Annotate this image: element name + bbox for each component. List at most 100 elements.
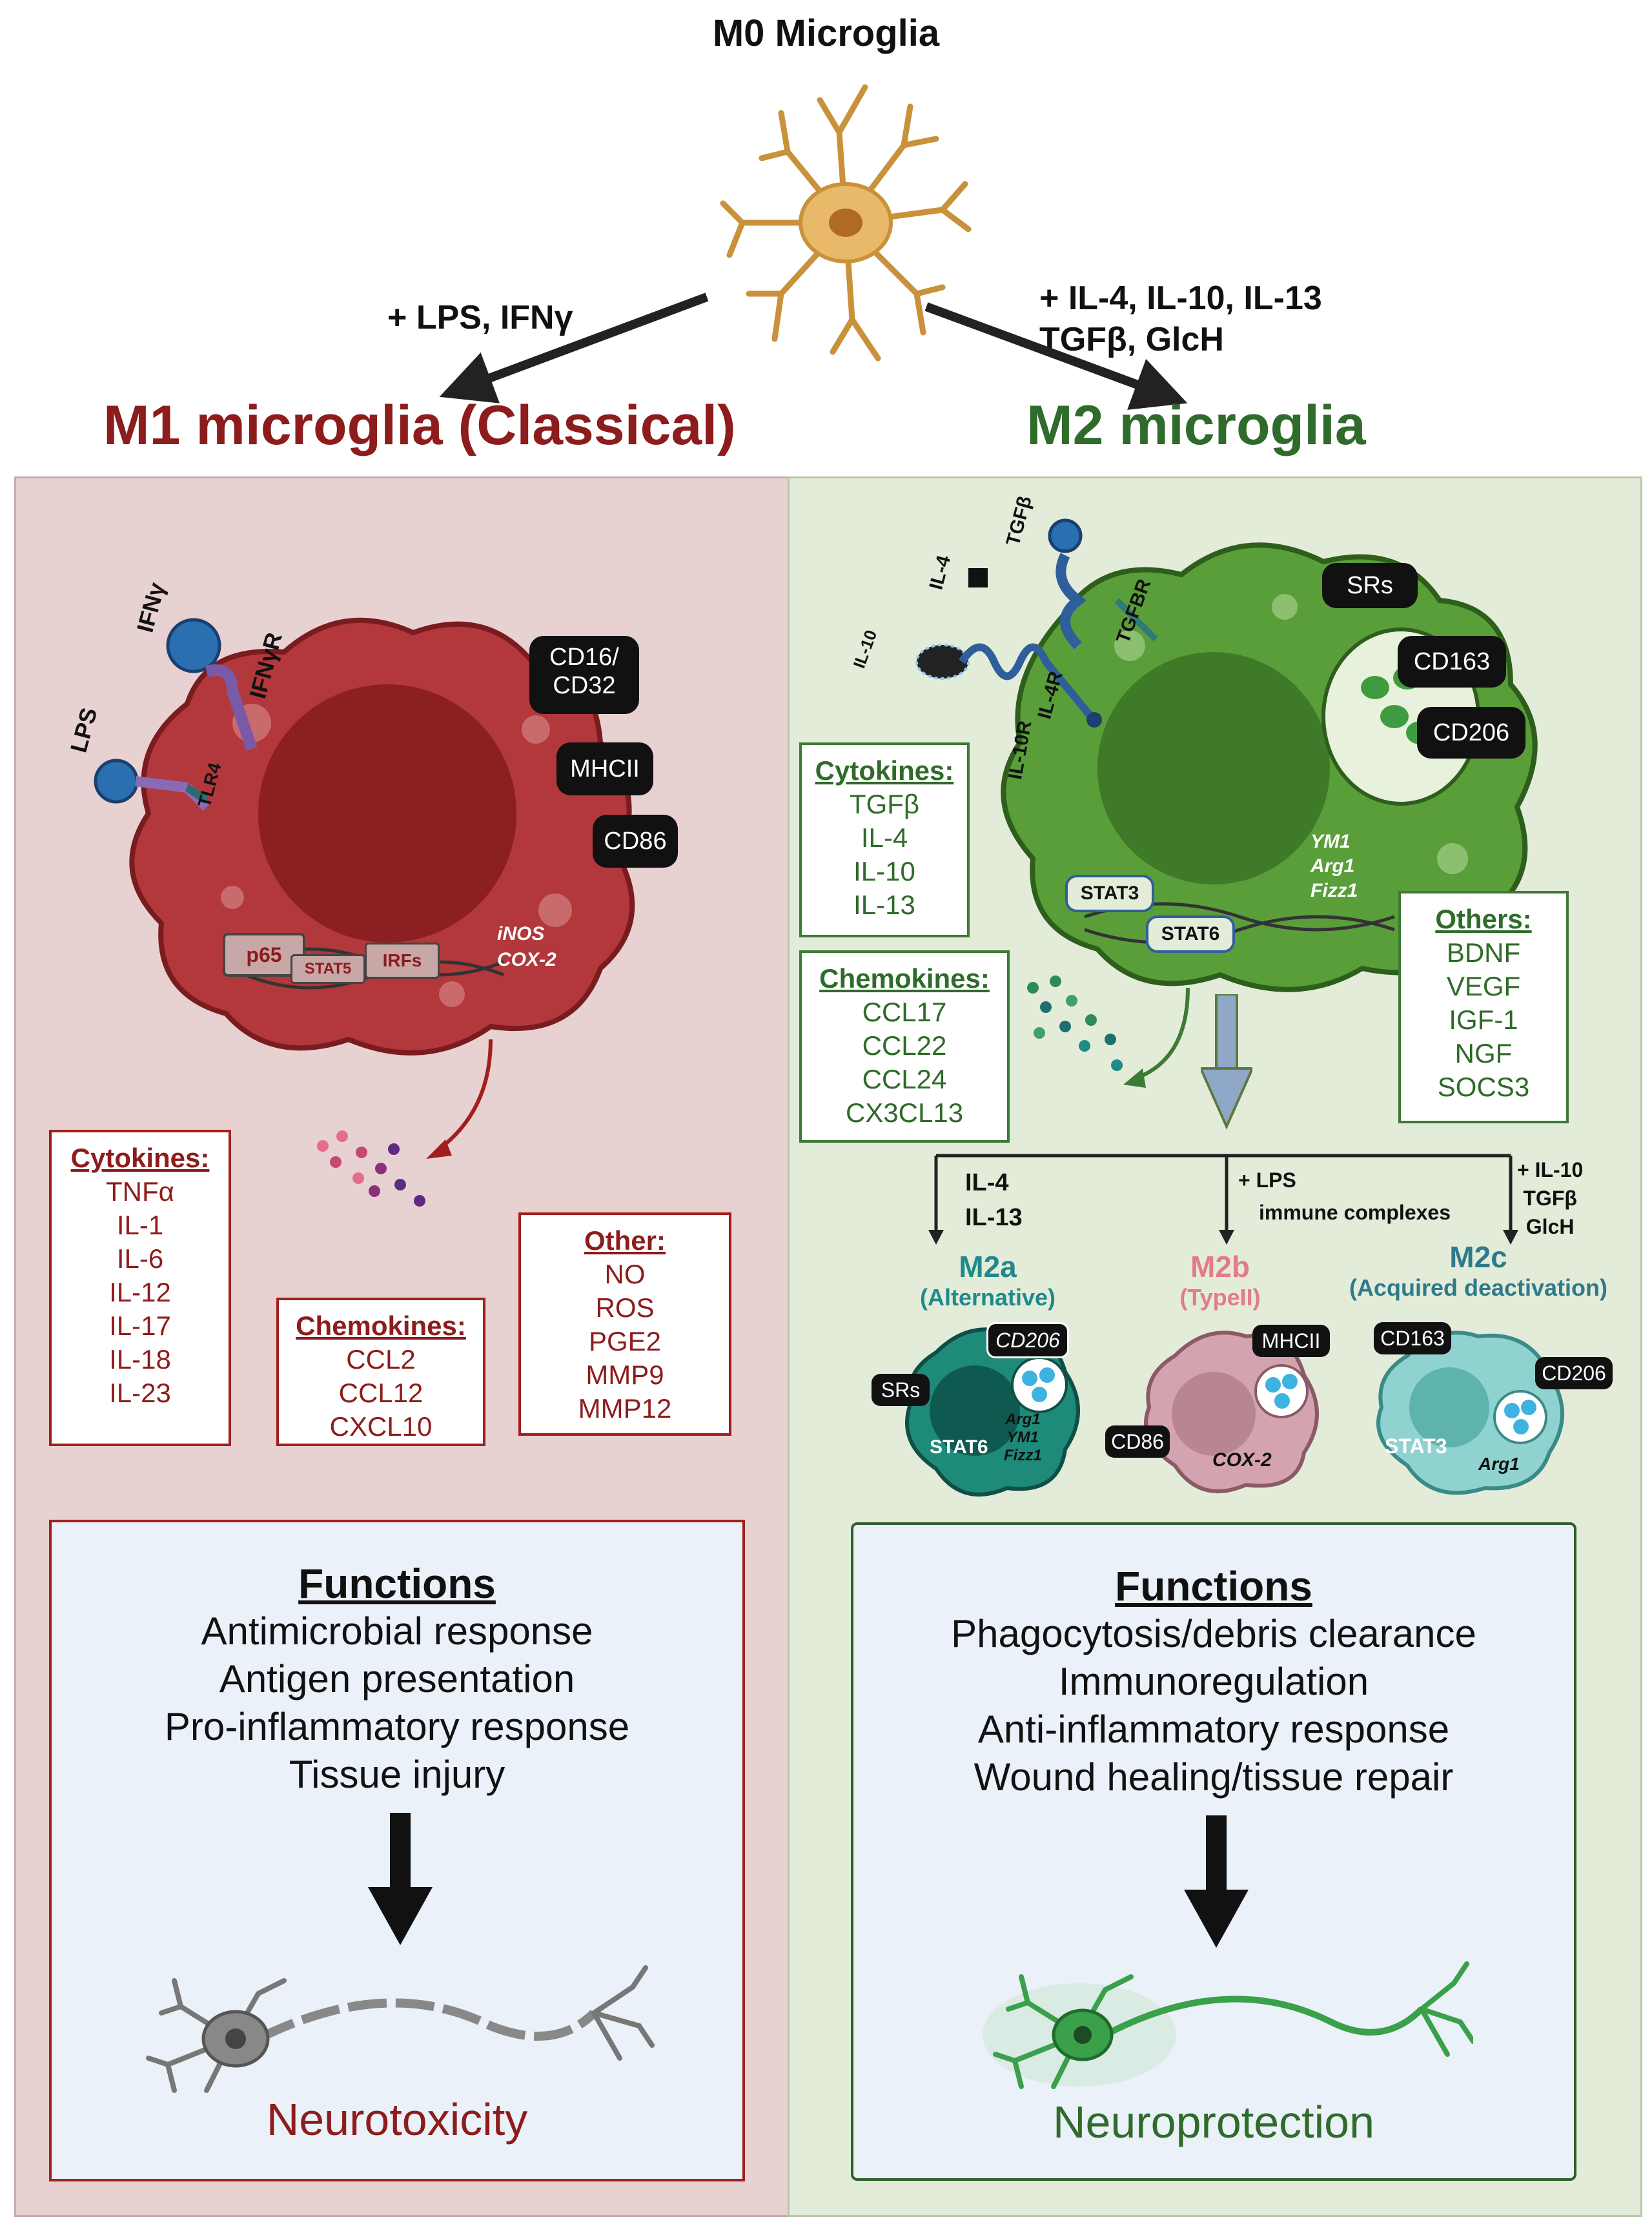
m2a-srs-marker: SRs [872,1374,930,1406]
cox2-gene: COX-2 [497,949,556,970]
m2b-subtitle: (TypeII) [1179,1284,1261,1311]
m2c-stim-line1: + IL-10 [1517,1158,1584,1181]
m1-other-box: Other: NO ROS PGE2 MMP9 MMP12 [518,1212,731,1436]
m2b-cox2-gene: COX-2 [1212,1449,1272,1471]
polarization-arrows [439,292,1188,410]
cd163-marker: CD163 [1398,636,1506,688]
arg1-gene: Arg1 [1310,855,1355,877]
function-item: Immunoregulation [1058,1660,1369,1703]
function-item: Wound healing/tissue repair [974,1755,1454,1799]
cd16-label: CD16/ [549,644,619,671]
m2a-genes: Arg1 YM1 Fizz1 [1004,1411,1042,1465]
arrow-to-m1 [439,292,709,403]
m0-microglia-cell-icon [720,84,972,362]
down-arrow-icon [368,1813,433,1945]
m2a-name: M2a [959,1250,1017,1283]
m1-chemokines-header: Chemokines: [296,1311,466,1341]
m1-cytokines-header: Cytokines: [70,1143,210,1173]
m2-title: M2 microglia [1026,394,1366,456]
m2b-cell-icon [1144,1331,1319,1493]
m2-outcome: Neuroprotection [1052,2097,1375,2147]
m2a-stim-line2: IL-13 [965,1204,1023,1231]
m2a-arg1: Arg1 [1005,1411,1041,1428]
list-item: CCL22 [862,1030,947,1061]
m2a-stat6-label: STAT6 [930,1436,988,1458]
m2-others-header: Others: [1435,904,1532,934]
m1-stimulus-label: + LPS, IFNγ [387,299,573,336]
m2c-stim-line3: GlcH [1525,1215,1575,1238]
m2b-stim-line2: immune complexes [1259,1201,1451,1224]
m2b-stim-line1: + LPS [1238,1169,1296,1192]
list-item: CCL2 [346,1344,416,1374]
m2b-mhcii-marker: MHCII [1252,1325,1330,1357]
m2-functions-header: Functions [1115,1563,1312,1609]
m2a-subtitle: (Alternative) [919,1284,1056,1311]
m1-functions-box: Functions Antimicrobial response Antigen… [49,1520,745,2181]
inos-gene: iNOS [497,923,545,945]
m2c-title: M2c (Acquired deactivation) [1330,1240,1627,1302]
m2-stimulus-line2: TGFβ, GlcH [1039,321,1224,358]
list-item: CCL12 [338,1378,423,1408]
list-item: TNFα [106,1176,174,1207]
m2c-name: M2c [1449,1240,1507,1274]
m2-stimulus-line1: + IL-4, IL-10, IL-13 [1039,280,1322,317]
m1-secretion-arrow-and-vesicles [317,1039,493,1207]
stat5-factor: STAT5 [291,954,365,984]
cd32-label: CD32 [553,672,616,699]
m2-functions-box: Functions Phagocytosis/debris clearance … [851,1522,1576,2181]
m2c-cell-icon [1376,1331,1564,1495]
m2a-stim-line1: IL-4 [965,1169,1009,1196]
stat6-factor: STAT6 [1146,915,1235,953]
m1-cytokines-box: Cytokines: TNFα IL-1 IL-6 IL-12 IL-17 IL… [49,1130,231,1446]
list-item: NO [604,1259,646,1289]
list-item: PGE2 [588,1326,662,1356]
cd206-marker: CD206 [1417,707,1525,759]
m2a-title: M2a (Alternative) [891,1249,1085,1311]
m1-other-header: Other: [584,1225,666,1256]
fizz1-gene: Fizz1 [1310,880,1358,901]
list-item: CCL24 [862,1064,947,1094]
down-arrow-icon [1184,1815,1249,1948]
list-item: BDNF [1446,937,1521,968]
list-item: NGF [1454,1038,1513,1068]
function-item: Tissue injury [289,1753,505,1796]
list-item: IL-10 [853,856,915,886]
m2-genes: YM1 Arg1 Fizz1 [1310,830,1358,903]
list-item: IL-1 [116,1210,164,1240]
m1-chemokines-box: Chemokines: CCL2 CCL12 CXCL10 [276,1298,485,1446]
list-item: MMP9 [586,1360,664,1390]
list-item: IL-18 [109,1344,171,1374]
list-item: MMP12 [578,1393,672,1424]
m1-functions-header: Functions [298,1560,496,1607]
m2-cytokines-header: Cytokines: [815,755,954,786]
cd16-cd32-marker: CD16/ CD32 [529,636,639,714]
list-item: IL-6 [116,1243,164,1274]
srs-marker: SRs [1322,563,1418,608]
function-item: Phagocytosis/debris clearance [951,1612,1476,1655]
m2c-stim-line2: TGFβ [1523,1187,1577,1210]
list-item: ROS [595,1292,655,1323]
list-item: IL-12 [109,1277,171,1307]
m2-secretion-arrow-and-vesicles [1027,975,1190,1088]
ym1-gene: YM1 [1310,831,1351,852]
m1-outcome: Neurotoxicity [266,2094,528,2145]
mhcii-marker: MHCII [556,742,653,795]
m2a-fizz1: Fizz1 [1004,1447,1042,1464]
healthy-neuron-icon [983,1961,1473,2089]
m2-others-box: Others: BDNF VEGF IGF-1 NGF SOCS3 [1398,891,1569,1123]
function-item: Antimicrobial response [201,1609,593,1653]
function-item: Anti-inflammatory response [977,1708,1450,1751]
m2c-arg1-gene: Arg1 [1478,1454,1520,1474]
list-item: CXCL10 [329,1411,433,1442]
m2b-name: M2b [1190,1250,1250,1283]
arrow-to-m2 [924,302,1188,410]
m1-title: M1 microglia (Classical) [103,394,736,456]
stat3-factor: STAT3 [1065,875,1154,912]
list-item: CCL17 [862,997,947,1027]
list-item: VEGF [1446,971,1521,1001]
list-item: TGFβ [849,789,920,819]
m2-branch-lines [928,1154,1518,1245]
list-item: IL-13 [853,890,915,920]
function-item: Pro-inflammatory response [164,1705,630,1748]
m2b-title: M2b (TypeII) [1149,1249,1291,1311]
